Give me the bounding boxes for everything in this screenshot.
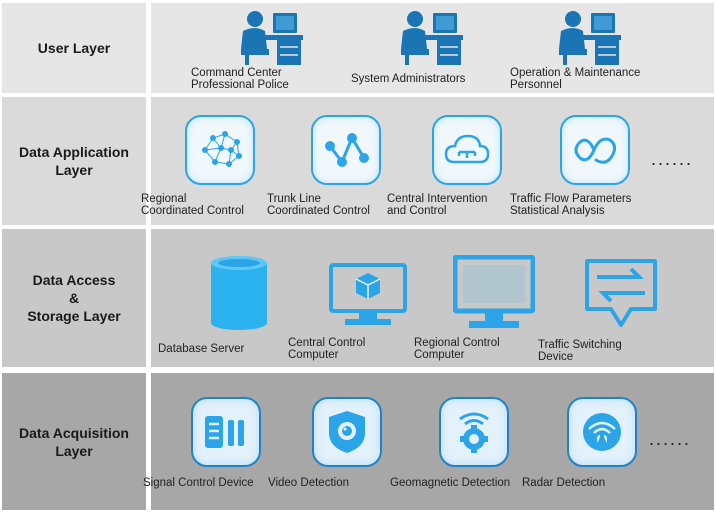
application-layer-panel: Regional Coordinated Control Trunk Line … [141, 97, 714, 225]
central-intervention-label: Central Intervention and Control [387, 193, 488, 217]
system-admin-user [397, 9, 465, 67]
switching-device-icon [585, 259, 657, 327]
traffic-flow-label: Traffic Flow Parameters Statistical Anal… [510, 193, 632, 217]
signal-device-icon [205, 416, 244, 448]
user-layer-panel: Command Center Professional Police Syste… [151, 3, 714, 93]
storage-layer-label: Data Access & Storage Layer [2, 229, 146, 367]
database-icon [211, 256, 267, 330]
signal-control-tile [191, 397, 261, 467]
cloud-control-icon [444, 134, 490, 164]
traffic-switching-device-label: Traffic Switching Device [538, 339, 622, 363]
geomagnetic-detection-tile [439, 397, 509, 467]
central-intervention-tile [432, 115, 502, 185]
video-detection-label: Video Detection [268, 477, 349, 489]
command-center-label: Command Center Professional Police [191, 67, 289, 91]
regional-control-tile [185, 115, 255, 185]
acquisition-layer-label: Data Acquisition Layer [2, 373, 146, 510]
video-shield-icon [329, 411, 365, 453]
monitor-cube-icon [329, 263, 407, 325]
regional-control-label: Regional Coordinated Control [141, 193, 244, 217]
more-indicator: ...... [651, 149, 694, 169]
network-brain-icon [202, 131, 242, 167]
system-admin-label: System Administrators [351, 73, 466, 85]
storage-layer-panel: Database Server Central Control Computer… [151, 229, 714, 367]
person-at-desk-icon [401, 11, 463, 65]
operation-maintenance-label: Operation & Maintenance Personnel [510, 67, 641, 91]
user-layer-label: User Layer [2, 3, 146, 93]
operation-maintenance-user [555, 9, 623, 67]
central-control-computer-item [329, 263, 407, 329]
database-server-item [209, 255, 269, 331]
radar-icon [583, 413, 621, 451]
geomagnetic-detection-label: Geomagnetic Detection [390, 477, 511, 489]
traffic-switching-device-item [583, 257, 659, 333]
flow-loop-icon [574, 137, 617, 164]
traffic-flow-tile [560, 115, 630, 185]
acquisition-layer-panel: Signal Control Device Video Detection [143, 373, 714, 510]
central-control-computer-label: Central Control Computer [288, 337, 366, 361]
more-indicator: ...... [649, 429, 692, 449]
signal-control-label: Signal Control Device [143, 477, 254, 489]
application-layer-label: Data Application Layer [2, 97, 146, 225]
command-center-user [237, 9, 305, 67]
video-detection-tile [312, 397, 382, 467]
radar-detection-label: Radar Detection [522, 477, 606, 489]
regional-control-computer-item [453, 255, 535, 331]
person-at-desk-icon [559, 11, 621, 65]
monitor-icon [453, 255, 535, 328]
trunk-line-label: Trunk Line Coordinated Control [267, 193, 370, 217]
database-server-label: Database Server [158, 343, 245, 355]
trunk-line-graph-icon [325, 133, 369, 167]
person-at-desk-icon [241, 11, 303, 65]
regional-control-computer-label: Regional Control Computer [414, 337, 500, 361]
radar-detection-tile [567, 397, 637, 467]
geomagnetic-sensor-icon [459, 412, 489, 453]
trunk-line-tile [311, 115, 381, 185]
